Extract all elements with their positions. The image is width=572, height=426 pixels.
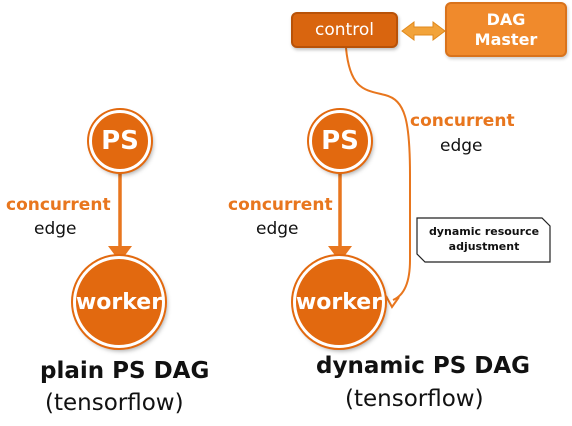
left-worker-node: worker <box>73 256 165 348</box>
note-shape <box>416 217 551 263</box>
control-box: control <box>291 12 398 48</box>
left-ps-label: PS <box>101 126 139 156</box>
note-line1: dynamic resource <box>428 225 540 238</box>
right-ps-label: PS <box>321 126 359 156</box>
left-edge-word: edge <box>34 219 77 239</box>
right-ps-node: PS <box>309 110 371 172</box>
right-worker-node: worker <box>293 256 385 348</box>
right-caption-subtitle: (tensorflow) <box>345 386 484 412</box>
control-edge-word: edge <box>440 136 483 156</box>
control-worker-curve <box>345 47 411 309</box>
dynamic-resource-note: dynamic resource adjustment <box>420 224 548 254</box>
dag-master-line1: DAG <box>486 9 526 29</box>
right-caption-title: dynamic PS DAG <box>316 353 531 379</box>
right-edge-word: edge <box>256 219 299 239</box>
right-edge-keyword: concurrent <box>228 195 333 215</box>
dag-master-line2: Master <box>474 29 538 49</box>
right-ps-worker-arrow <box>328 172 352 262</box>
left-ps-node: PS <box>89 110 151 172</box>
left-worker-label: worker <box>75 289 163 315</box>
left-caption-subtitle: (tensorflow) <box>45 390 184 416</box>
control-edge-keyword: concurrent <box>410 111 515 131</box>
left-edge-keyword: concurrent <box>6 195 111 215</box>
control-master-double-arrow <box>401 21 446 41</box>
right-worker-label: worker <box>295 289 383 315</box>
left-ps-worker-arrow <box>108 172 132 262</box>
note-line2: adjustment <box>448 240 520 253</box>
left-caption-title: plain PS DAG <box>40 358 210 384</box>
control-label: control <box>315 20 374 40</box>
dag-master-box: DAG Master <box>445 2 567 57</box>
